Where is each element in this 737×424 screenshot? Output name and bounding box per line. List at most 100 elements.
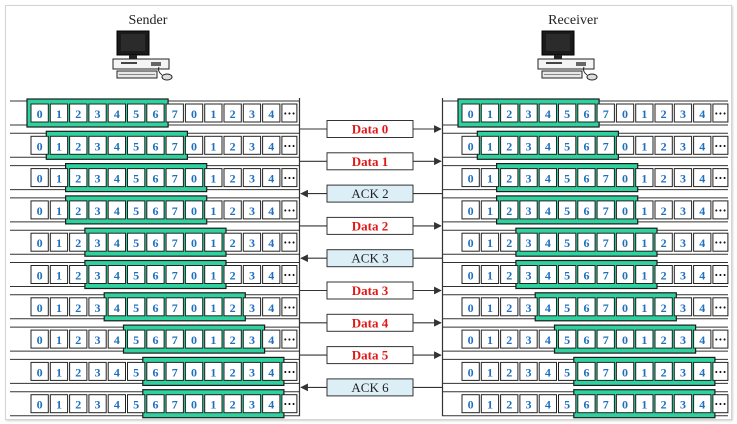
ack-message: ACK 6	[300, 378, 442, 397]
sequence-number: 1	[56, 236, 62, 250]
sequence-cell	[127, 297, 146, 317]
sequence-number: 1	[487, 139, 493, 153]
sequence-cell	[184, 103, 204, 123]
sequence-cell	[693, 361, 712, 381]
sequence-number: 0	[622, 107, 628, 121]
sequence-number: 3	[95, 236, 101, 250]
sequence-number: 2	[506, 398, 512, 412]
sequence-number: 4	[268, 139, 274, 153]
sequence-cell	[184, 297, 204, 317]
sequence-number: 6	[152, 301, 158, 315]
sequence-number: 5	[133, 333, 139, 347]
sequence-number: 3	[249, 107, 255, 121]
sequence-number: 6	[152, 172, 158, 186]
sequence-cell	[635, 103, 654, 123]
sequence-cell	[146, 200, 165, 220]
sequence-cell	[558, 265, 577, 284]
sequence-number: 1	[641, 236, 647, 250]
sequence-number: 1	[487, 236, 493, 250]
sequence-number: 2	[661, 301, 667, 315]
sequence-cell	[461, 329, 480, 349]
sequence-cell	[577, 265, 596, 284]
more-cell	[712, 200, 729, 220]
sequence-cell	[693, 200, 712, 220]
sequence-number: 7	[603, 301, 609, 315]
more-cell	[281, 297, 298, 317]
sequence-number: 2	[506, 172, 512, 186]
sequence-cell	[500, 329, 519, 349]
sequence-cell	[558, 103, 577, 123]
sequence-cell	[184, 168, 204, 188]
sequence-cell	[165, 329, 184, 349]
sequence-number: 0	[622, 398, 628, 412]
sequence-number: 0	[191, 204, 197, 218]
more-cell	[712, 103, 729, 123]
sequence-number: 3	[680, 139, 686, 153]
sequence-cell	[596, 265, 615, 284]
sequence-number: 4	[114, 269, 120, 283]
sequence-cell	[107, 297, 126, 317]
sequence-number: 5	[564, 107, 570, 121]
sequence-number: 0	[468, 172, 474, 186]
sequence-number: 5	[133, 236, 139, 250]
sequence-number: 4	[545, 204, 551, 218]
sequence-number: 2	[75, 301, 81, 315]
sequence-number: 2	[230, 204, 236, 218]
more-ellipsis: •••	[714, 142, 726, 150]
sequence-number: 2	[661, 172, 667, 186]
sequence-number: 3	[249, 269, 255, 283]
more-ellipsis: •••	[714, 336, 726, 344]
sequence-cell	[107, 329, 126, 349]
sequence-cell	[204, 103, 223, 123]
message-box	[326, 216, 414, 235]
sequence-cell	[165, 265, 184, 284]
sequence-number: 1	[487, 107, 493, 121]
sequence-number: 3	[526, 398, 532, 412]
sequence-number: 2	[230, 269, 236, 283]
sequence-number: 3	[95, 301, 101, 315]
sequence-number: 1	[641, 365, 647, 379]
sequence-cell	[242, 103, 262, 123]
sequence-number: 3	[680, 204, 686, 218]
sequence-cell	[615, 168, 635, 188]
sequence-cell	[165, 361, 184, 381]
sequence-cell	[49, 329, 69, 349]
sequence-number: 4	[268, 301, 274, 315]
sequence-cell	[480, 135, 500, 155]
sequence-number: 4	[268, 236, 274, 250]
sequence-number: 0	[622, 172, 628, 186]
sequence-cell	[242, 168, 262, 188]
sequence-cell	[49, 168, 69, 188]
sequence-cell	[223, 361, 242, 381]
sequence-cell	[654, 329, 673, 349]
sequence-number: 0	[37, 107, 43, 121]
sequence-number: 4	[545, 333, 551, 347]
sequence-cell	[596, 232, 615, 252]
sequence-number: 5	[564, 398, 570, 412]
sequence-number: 4	[114, 172, 120, 186]
sequence-cell	[30, 361, 49, 381]
sequence-number: 5	[133, 398, 139, 412]
sequence-cell	[127, 394, 146, 414]
sequence-cell	[673, 135, 693, 155]
sequence-cell	[127, 232, 146, 252]
sequence-cell	[577, 361, 596, 381]
sequence-number: 4	[114, 365, 120, 379]
sequence-number: 7	[172, 333, 178, 347]
message-label: Data 3	[352, 283, 389, 298]
sequence-number: 0	[468, 365, 474, 379]
sequence-number: 1	[641, 269, 647, 283]
sequence-cell	[107, 265, 126, 284]
sequence-number: 0	[622, 365, 628, 379]
sequence-cell	[242, 297, 262, 317]
sequence-cell	[577, 168, 596, 188]
message-box	[326, 152, 414, 171]
sequence-cell	[635, 394, 654, 414]
sequence-number: 7	[603, 236, 609, 250]
sequence-cell	[461, 135, 480, 155]
